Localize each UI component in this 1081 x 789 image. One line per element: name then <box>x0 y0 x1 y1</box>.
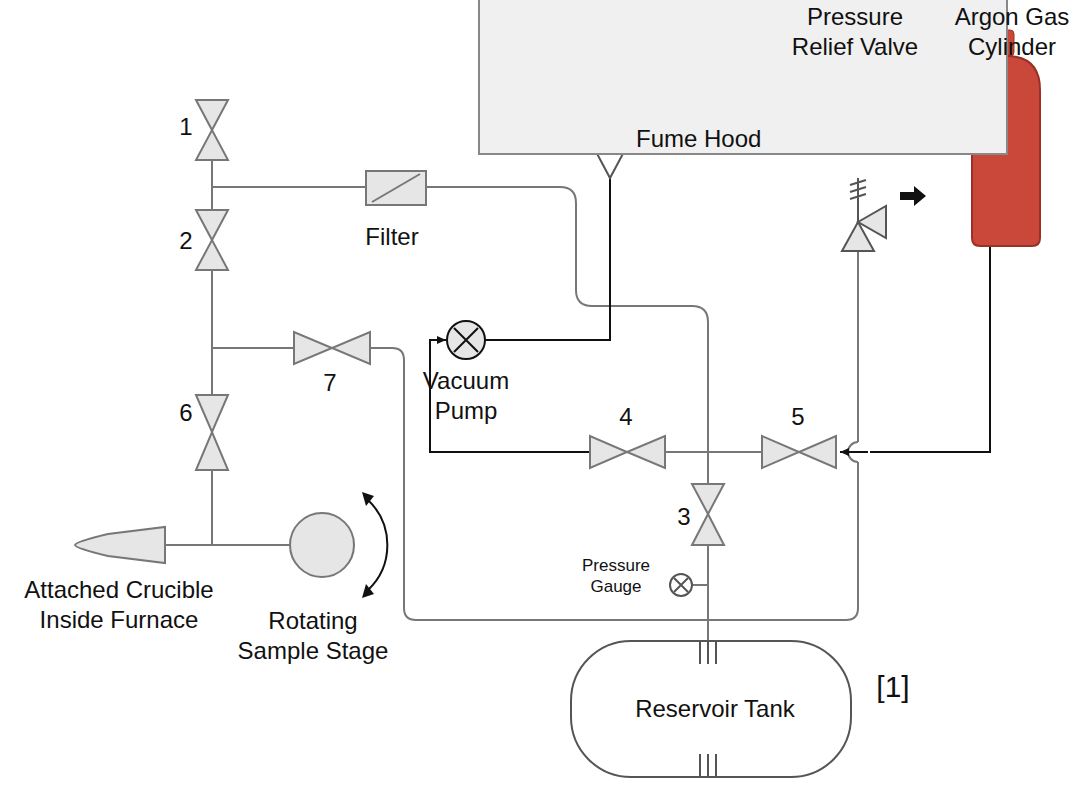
callout-number: 4 <box>616 402 636 432</box>
part-label: Pressure Gauge <box>566 555 666 598</box>
reference-mark: [1] <box>868 668 918 706</box>
part-label: Rotating Sample Stage <box>228 606 398 666</box>
reservoir-tank: Reservoir Tank <box>570 640 852 778</box>
part-label: Vacuum Pump <box>410 366 522 426</box>
callout-number: 6 <box>176 398 196 428</box>
part-label: Pressure Relief Valve <box>780 2 930 62</box>
hood-label: Fume Hood <box>636 125 761 153</box>
callout-number: 7 <box>320 368 340 398</box>
part-label: Argon Gas Cylinder <box>950 2 1074 62</box>
callout-number: 3 <box>674 502 694 532</box>
tank-label: Reservoir Tank <box>631 695 799 723</box>
callout-number: 5 <box>788 402 808 432</box>
callout-number: 1 <box>176 112 196 142</box>
part-label: Attached Crucible Inside Furnace <box>14 575 224 635</box>
part-label: Filter <box>352 222 432 252</box>
fume-hood-band: Fume Hood <box>478 0 1008 155</box>
callout-number: 2 <box>176 226 196 256</box>
